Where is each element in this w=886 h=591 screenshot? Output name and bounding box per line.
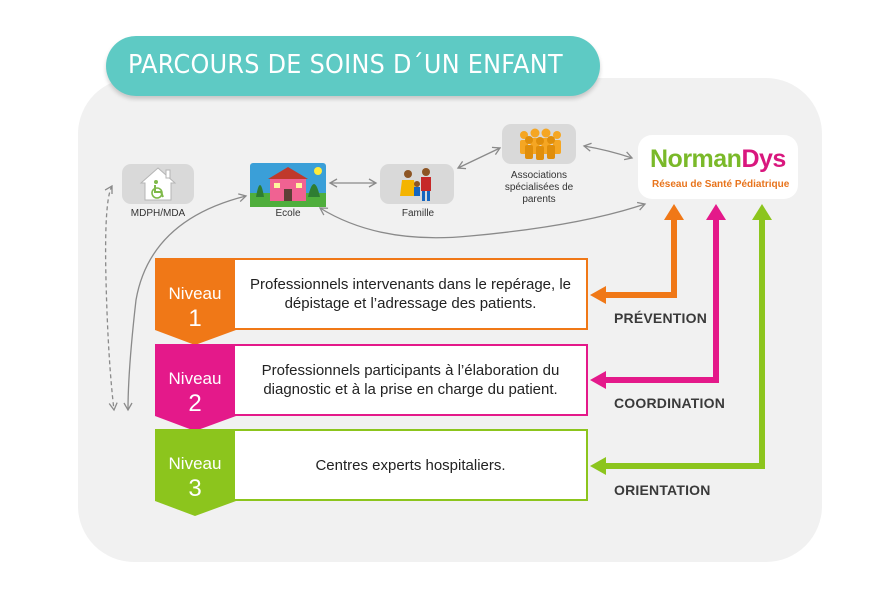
arrow-orientation: [603, 218, 765, 469]
level-2-number: 2: [188, 390, 202, 417]
link-ecole-normandys: [318, 201, 647, 239]
school-icon: [250, 163, 326, 207]
logo-part-norman: Norman: [650, 145, 742, 173]
level-1-badge: [155, 258, 236, 345]
page-title: PARCOURS DE SOINS D´UN ENFANT: [128, 50, 563, 80]
level-1-label: Niveau 1: [155, 284, 235, 334]
arrow-coordination: [603, 218, 719, 383]
link-ecole-levels: [123, 193, 248, 412]
associations-label: Associations spécialisées de parents: [504, 170, 574, 205]
level-3-word: Niveau: [168, 454, 222, 473]
normandys-logo: [638, 135, 798, 199]
level-3-number: 3: [188, 475, 202, 502]
level-3-label: Niveau 3: [155, 454, 235, 504]
prevention-label: PRÉVENTION: [614, 310, 708, 326]
group-people-icon: [520, 128, 561, 160]
level-1-number: 1: [188, 305, 202, 332]
logo-wordmark: NormanDys: [650, 145, 786, 174]
level-2-word: Niveau: [168, 369, 222, 388]
link-associations-normandys: [582, 142, 634, 161]
house-wheelchair-icon: [139, 167, 177, 201]
arrow-prevention-head-left: [590, 286, 606, 304]
orientation-label: ORIENTATION: [614, 482, 711, 498]
level-1-description: Professionnels intervenants dans le repé…: [233, 258, 588, 330]
family-icon: [400, 168, 431, 201]
coordination-label: COORDINATION: [614, 395, 726, 411]
arrow-orientation-head-up: [752, 204, 772, 220]
arrow-prevention: [603, 218, 677, 298]
arrow-coordination-head-left: [590, 371, 606, 389]
mdph-label: MDPH/MDA: [130, 208, 186, 219]
level-3-badge: [155, 429, 236, 516]
level-2-badge: [155, 344, 236, 431]
famille-label: Famille: [401, 208, 435, 219]
link-mdph-levels: [104, 184, 118, 412]
logo-subtitle: Réseau de Santé Pédiatrique: [652, 179, 790, 190]
level-3-description: Centres experts hospitaliers.: [233, 429, 588, 501]
level-2-description: Professionnels participants à l’élaborat…: [233, 344, 588, 416]
title-banner: [106, 36, 600, 96]
arrow-prevention-head-up: [664, 204, 684, 220]
level-2-label: Niveau 2: [155, 369, 235, 419]
link-famille-associations: [456, 146, 502, 170]
ecole-label: Ecole: [275, 208, 301, 219]
logo-part-dys: Dys: [741, 145, 786, 173]
arrow-coordination-head-up: [706, 204, 726, 220]
level-1-word: Niveau: [168, 284, 222, 303]
arrow-orientation-head-left: [590, 457, 606, 475]
